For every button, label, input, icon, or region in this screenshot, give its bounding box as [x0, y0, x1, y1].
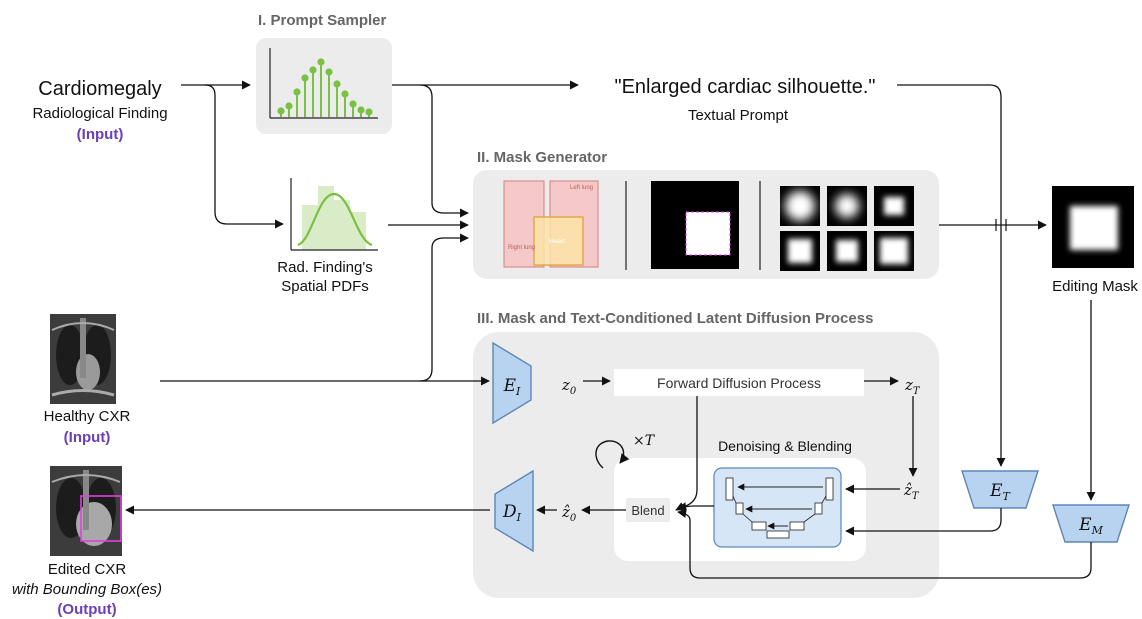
crossing-marks — [995, 219, 1007, 231]
loop-label: ×T — [633, 433, 656, 449]
soft-mask-grid — [780, 186, 914, 271]
textual-prompt-text: "Enlarged cardiac silhouette." — [614, 76, 875, 98]
input-finding-name: Cardiomegaly — [38, 78, 161, 100]
bbox-mask — [651, 181, 739, 269]
denoise-blend-label: Denoising & Blending — [718, 438, 852, 454]
textual-prompt-label: Textual Prompt — [688, 107, 789, 124]
blend-box — [626, 498, 670, 522]
loop-arrow — [595, 440, 630, 469]
edited-cxr-tag: (Output) — [57, 601, 116, 618]
prompt-sampler-histogram — [269, 48, 378, 119]
spatial-pdf-label-2: Spatial PDFs — [281, 278, 369, 295]
mask-generator-title: II. Mask Generator — [477, 149, 607, 166]
anatomy-mask — [503, 180, 599, 268]
editing-mask-label: Editing Mask — [1052, 278, 1138, 295]
input-finding-tag: (Input) — [77, 126, 124, 143]
forward-diffusion-label: Forward Diffusion Process — [657, 375, 821, 391]
mask-encoder — [1052, 504, 1130, 543]
healthy-cxr-label: Healthy CXR — [44, 408, 131, 425]
blend-label: Blend — [631, 503, 664, 518]
diffusion-title: III. Mask and Text-Conditioned Latent Di… — [477, 310, 873, 327]
healthy-cxr-image — [50, 314, 116, 404]
heart-label: Heart — [549, 238, 565, 245]
edited-cxr-sub: with Bounding Box(es) — [12, 581, 162, 598]
unet-block — [713, 467, 842, 548]
bounding-box — [80, 495, 122, 542]
edited-cxr-label: Edited CXR — [48, 561, 127, 578]
editing-mask-image — [1052, 186, 1134, 268]
left-lung-label: Left lung — [570, 185, 593, 191]
spatial-pdf-chart — [290, 178, 378, 251]
prompt-sampler-title: I. Prompt Sampler — [258, 12, 387, 29]
right-lung-label: Right lung — [508, 245, 535, 251]
image-encoder — [492, 341, 532, 425]
input-finding-label: Radiological Finding — [32, 105, 167, 122]
image-decoder — [494, 469, 534, 553]
edited-cxr-image — [50, 466, 122, 556]
prompt-sampler-panel — [256, 38, 392, 134]
healthy-cxr-tag: (Input) — [64, 429, 111, 446]
text-encoder — [961, 470, 1039, 509]
connectors — [125, 80, 1096, 579]
spatial-pdf-label-1: Rad. Finding's — [277, 259, 372, 276]
forward-diffusion-box — [614, 369, 864, 396]
